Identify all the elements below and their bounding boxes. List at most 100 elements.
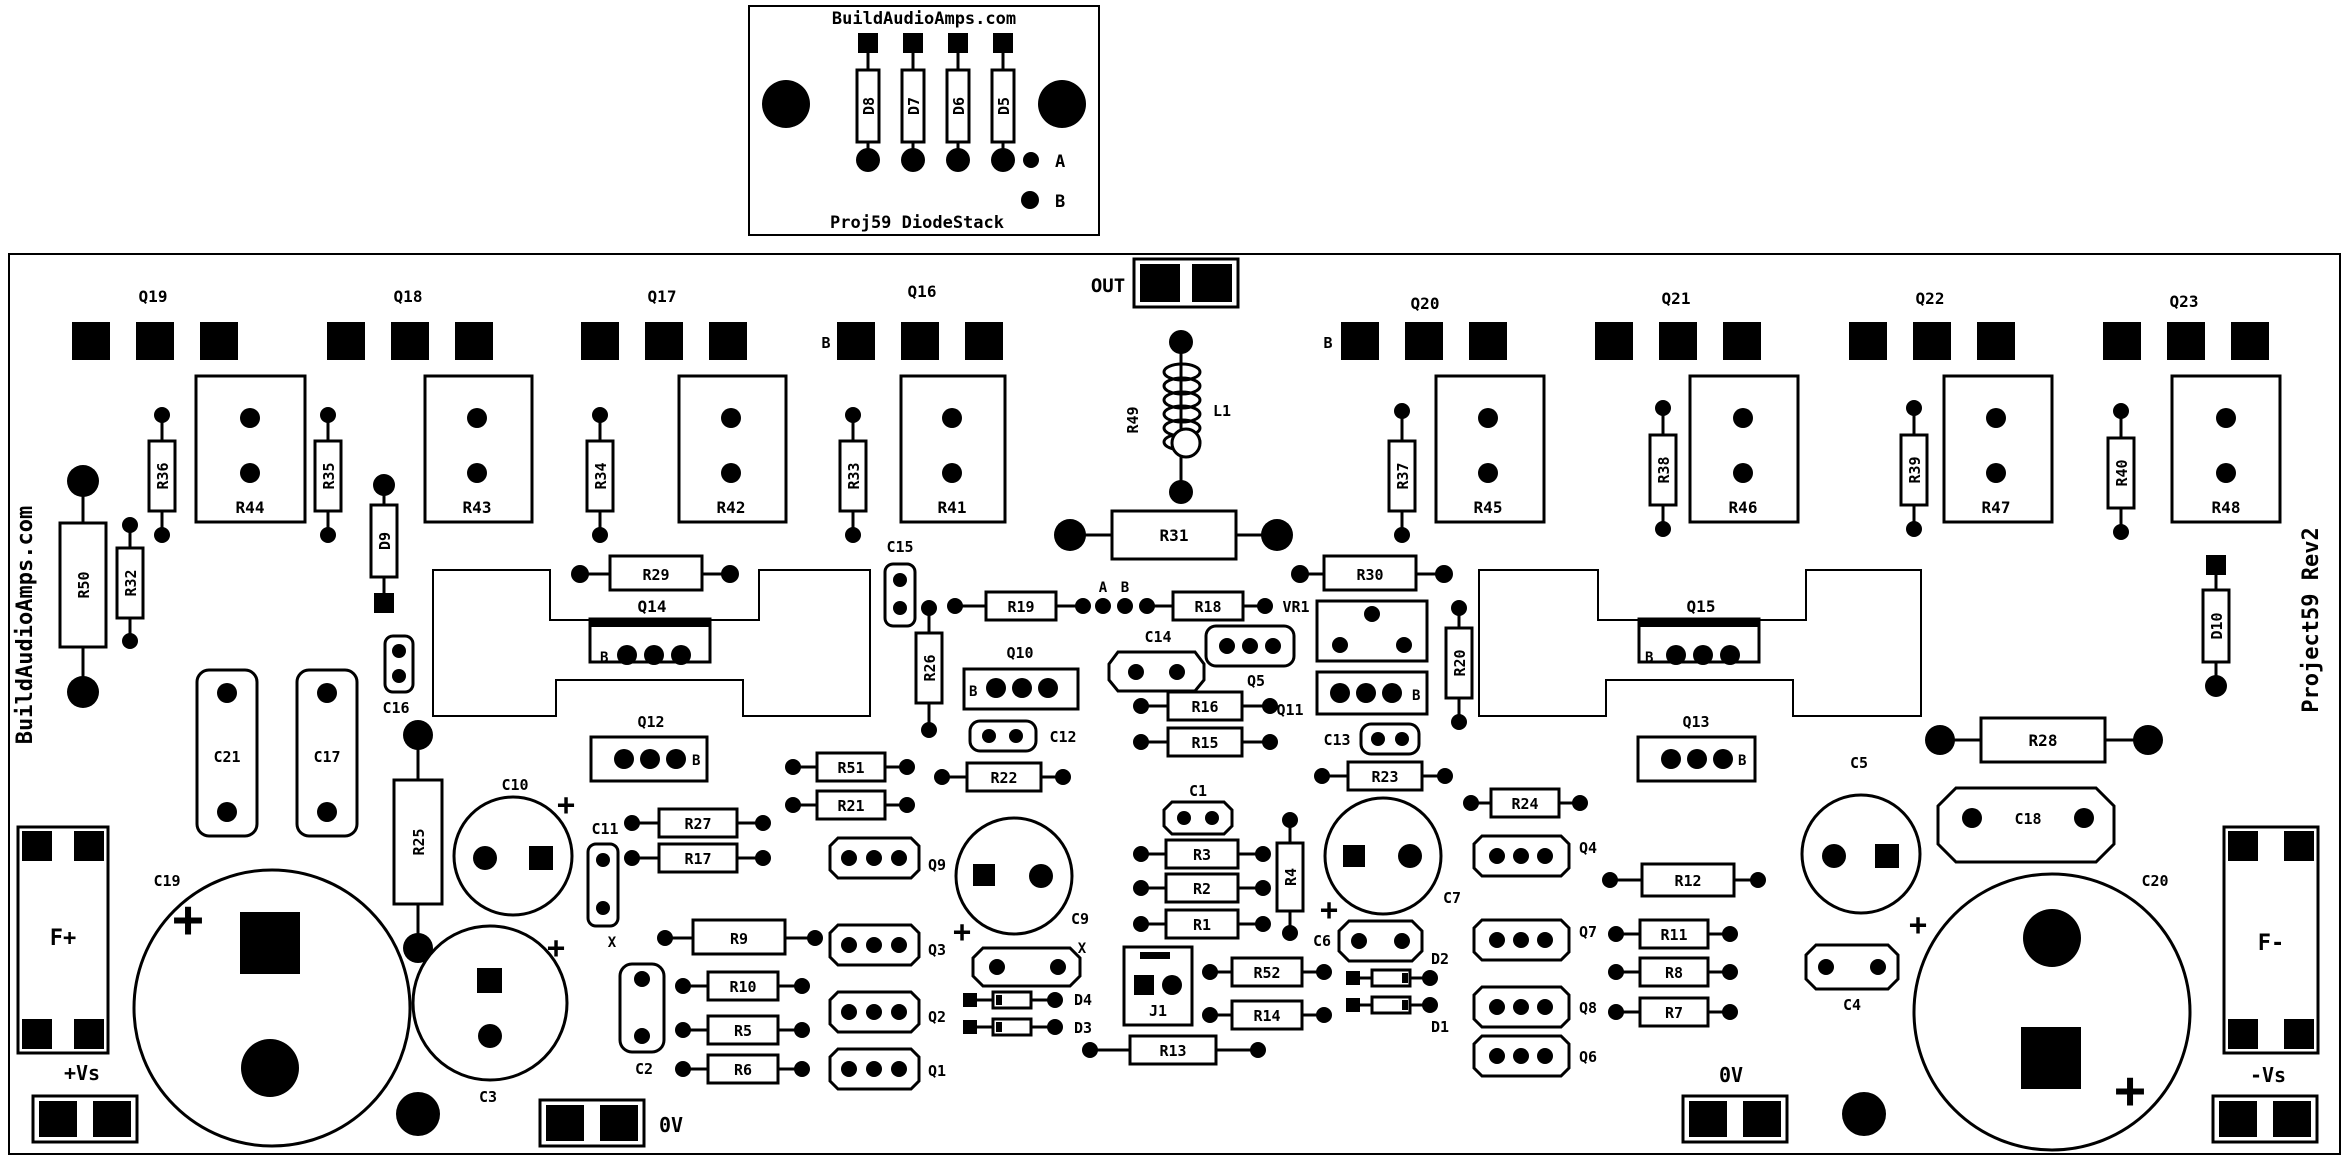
svg-text:R16: R16 — [1191, 698, 1218, 716]
svg-text:C7: C7 — [1443, 889, 1461, 907]
svg-text:D8: D8 — [860, 97, 878, 115]
svg-text:R19: R19 — [1007, 598, 1034, 616]
svg-text:Q22: Q22 — [1916, 289, 1945, 308]
capacitor-c11: C11 X — [586, 820, 620, 951]
pad-b — [1021, 191, 1039, 209]
resistor-r52: R52 — [1202, 956, 1332, 988]
transistor-q18: Q18 — [327, 287, 493, 360]
svg-text:Q17: Q17 — [648, 287, 677, 306]
heatsink-right — [1478, 569, 1922, 717]
svg-text:C10: C10 — [501, 776, 528, 794]
resistor-r47: R47 — [1942, 374, 2054, 524]
capacitor-c7: + C7 — [1320, 796, 1461, 928]
svg-text:R36: R36 — [154, 462, 172, 489]
transistor-q7: Q7 — [1472, 918, 1597, 962]
svg-text:R4: R4 — [1282, 868, 1300, 886]
svg-text:B: B — [1323, 334, 1332, 352]
capacitor-c10: C10 + — [452, 776, 575, 917]
svg-text:R31: R31 — [1160, 526, 1189, 545]
svg-text:C20: C20 — [2141, 872, 2168, 890]
transistor-q10: Q10 B — [962, 644, 1080, 711]
svg-text:B: B — [600, 650, 608, 666]
svg-text:+: + — [547, 931, 565, 966]
resistor-r16: R16 — [1133, 690, 1278, 722]
svg-text:Q20: Q20 — [1411, 294, 1440, 313]
svg-text:R25: R25 — [410, 828, 428, 855]
svg-text:C4: C4 — [1843, 996, 1861, 1014]
svg-text:X: X — [608, 935, 617, 951]
svg-text:C9: C9 — [1071, 910, 1089, 928]
fuse-holder-negative: F- — [2222, 825, 2320, 1055]
capacitor-c14: C14 — [1107, 628, 1206, 693]
svg-text:Q23: Q23 — [2170, 292, 2199, 311]
svg-text:C13: C13 — [1323, 731, 1350, 749]
svg-text:C16: C16 — [382, 699, 409, 717]
resistor-r27: R27 — [624, 807, 771, 839]
svg-text:Q11: Q11 — [1276, 701, 1303, 719]
resistor-r43: R43 — [423, 374, 534, 524]
transistor-q12: Q12 B — [589, 713, 709, 783]
diode-D7: D7 — [900, 33, 926, 172]
svg-text:R21: R21 — [837, 797, 864, 815]
svg-text:C17: C17 — [313, 748, 340, 766]
svg-text:Q8: Q8 — [1579, 999, 1597, 1017]
svg-text:R20: R20 — [1451, 649, 1469, 676]
svg-text:F-: F- — [2258, 931, 2285, 956]
svg-text:Q18: Q18 — [394, 287, 423, 306]
svg-text:Q14: Q14 — [638, 597, 667, 616]
diode-stack-board: BuildAudioAmps.com D8 D7 D6 D5 A — [748, 5, 1100, 236]
transistor-q15: Q15 B — [1637, 597, 1761, 666]
pad-b-label: B — [1121, 580, 1129, 596]
inductor-l1: L1 R49 — [1124, 330, 1231, 504]
svg-text:Q4: Q4 — [1579, 839, 1597, 857]
transistor-q19: Q19 — [72, 287, 238, 360]
capacitor-c2: C2 — [618, 962, 666, 1078]
svg-text:F+: F+ — [50, 926, 77, 951]
capacitor-c1: C1 — [1162, 782, 1234, 836]
svg-text:R46: R46 — [1729, 498, 1758, 517]
diode-d3: D3 — [963, 1017, 1092, 1037]
capacitor-c8: C8 — [971, 946, 1082, 988]
resistor-r13: R13 — [1082, 1034, 1266, 1066]
capacitor-c13: C13 — [1323, 722, 1421, 756]
svg-text:R28: R28 — [2029, 731, 2058, 750]
svg-text:R11: R11 — [1660, 926, 1687, 944]
diode-D6: D6 — [945, 33, 971, 172]
diode-d9: D9 — [369, 474, 399, 613]
jumper-j1: J1 — [1122, 945, 1194, 1027]
resistor-r23: R23 — [1314, 760, 1453, 792]
svg-text:R48: R48 — [2212, 498, 2241, 517]
svg-text:R12: R12 — [1674, 872, 1701, 890]
mount-hole — [762, 80, 810, 128]
svg-text:C18: C18 — [2014, 810, 2041, 828]
resistor-r31: R31 — [1054, 509, 1293, 561]
svg-text:D6: D6 — [950, 97, 968, 115]
svg-text:R7: R7 — [1665, 1004, 1683, 1022]
svg-text:R13: R13 — [1159, 1042, 1186, 1060]
svg-text:Q3: Q3 — [928, 941, 946, 959]
svg-text:R47: R47 — [1982, 498, 2011, 517]
capacitor-c5: C5 + — [1800, 754, 1927, 943]
transistor-q13: Q13 B — [1636, 713, 1757, 783]
svg-text:R15: R15 — [1191, 734, 1218, 752]
svg-text:R49: R49 — [1124, 406, 1142, 433]
resistor-r35: R35 — [313, 407, 343, 543]
svg-text:C5: C5 — [1850, 754, 1868, 772]
svg-text:J1: J1 — [1149, 1002, 1167, 1020]
svg-text:R6: R6 — [734, 1061, 752, 1079]
svg-text:VR1: VR1 — [1282, 598, 1309, 616]
svg-text:B: B — [1412, 688, 1420, 704]
svg-text:R22: R22 — [990, 769, 1017, 787]
resistor-r1: R1 — [1133, 908, 1271, 940]
svg-text:B: B — [821, 334, 830, 352]
svg-text:C1: C1 — [1189, 782, 1207, 800]
svg-text:C2: C2 — [635, 1060, 653, 1078]
diode-d2: D2 — [1346, 950, 1449, 988]
svg-text:R37: R37 — [1394, 462, 1412, 489]
svg-text:+: + — [557, 788, 575, 823]
svg-text:B: B — [969, 684, 977, 700]
svg-text:R5: R5 — [734, 1022, 752, 1040]
svg-text:X: X — [1078, 941, 1087, 957]
diode-d1: D1 — [1346, 995, 1449, 1036]
